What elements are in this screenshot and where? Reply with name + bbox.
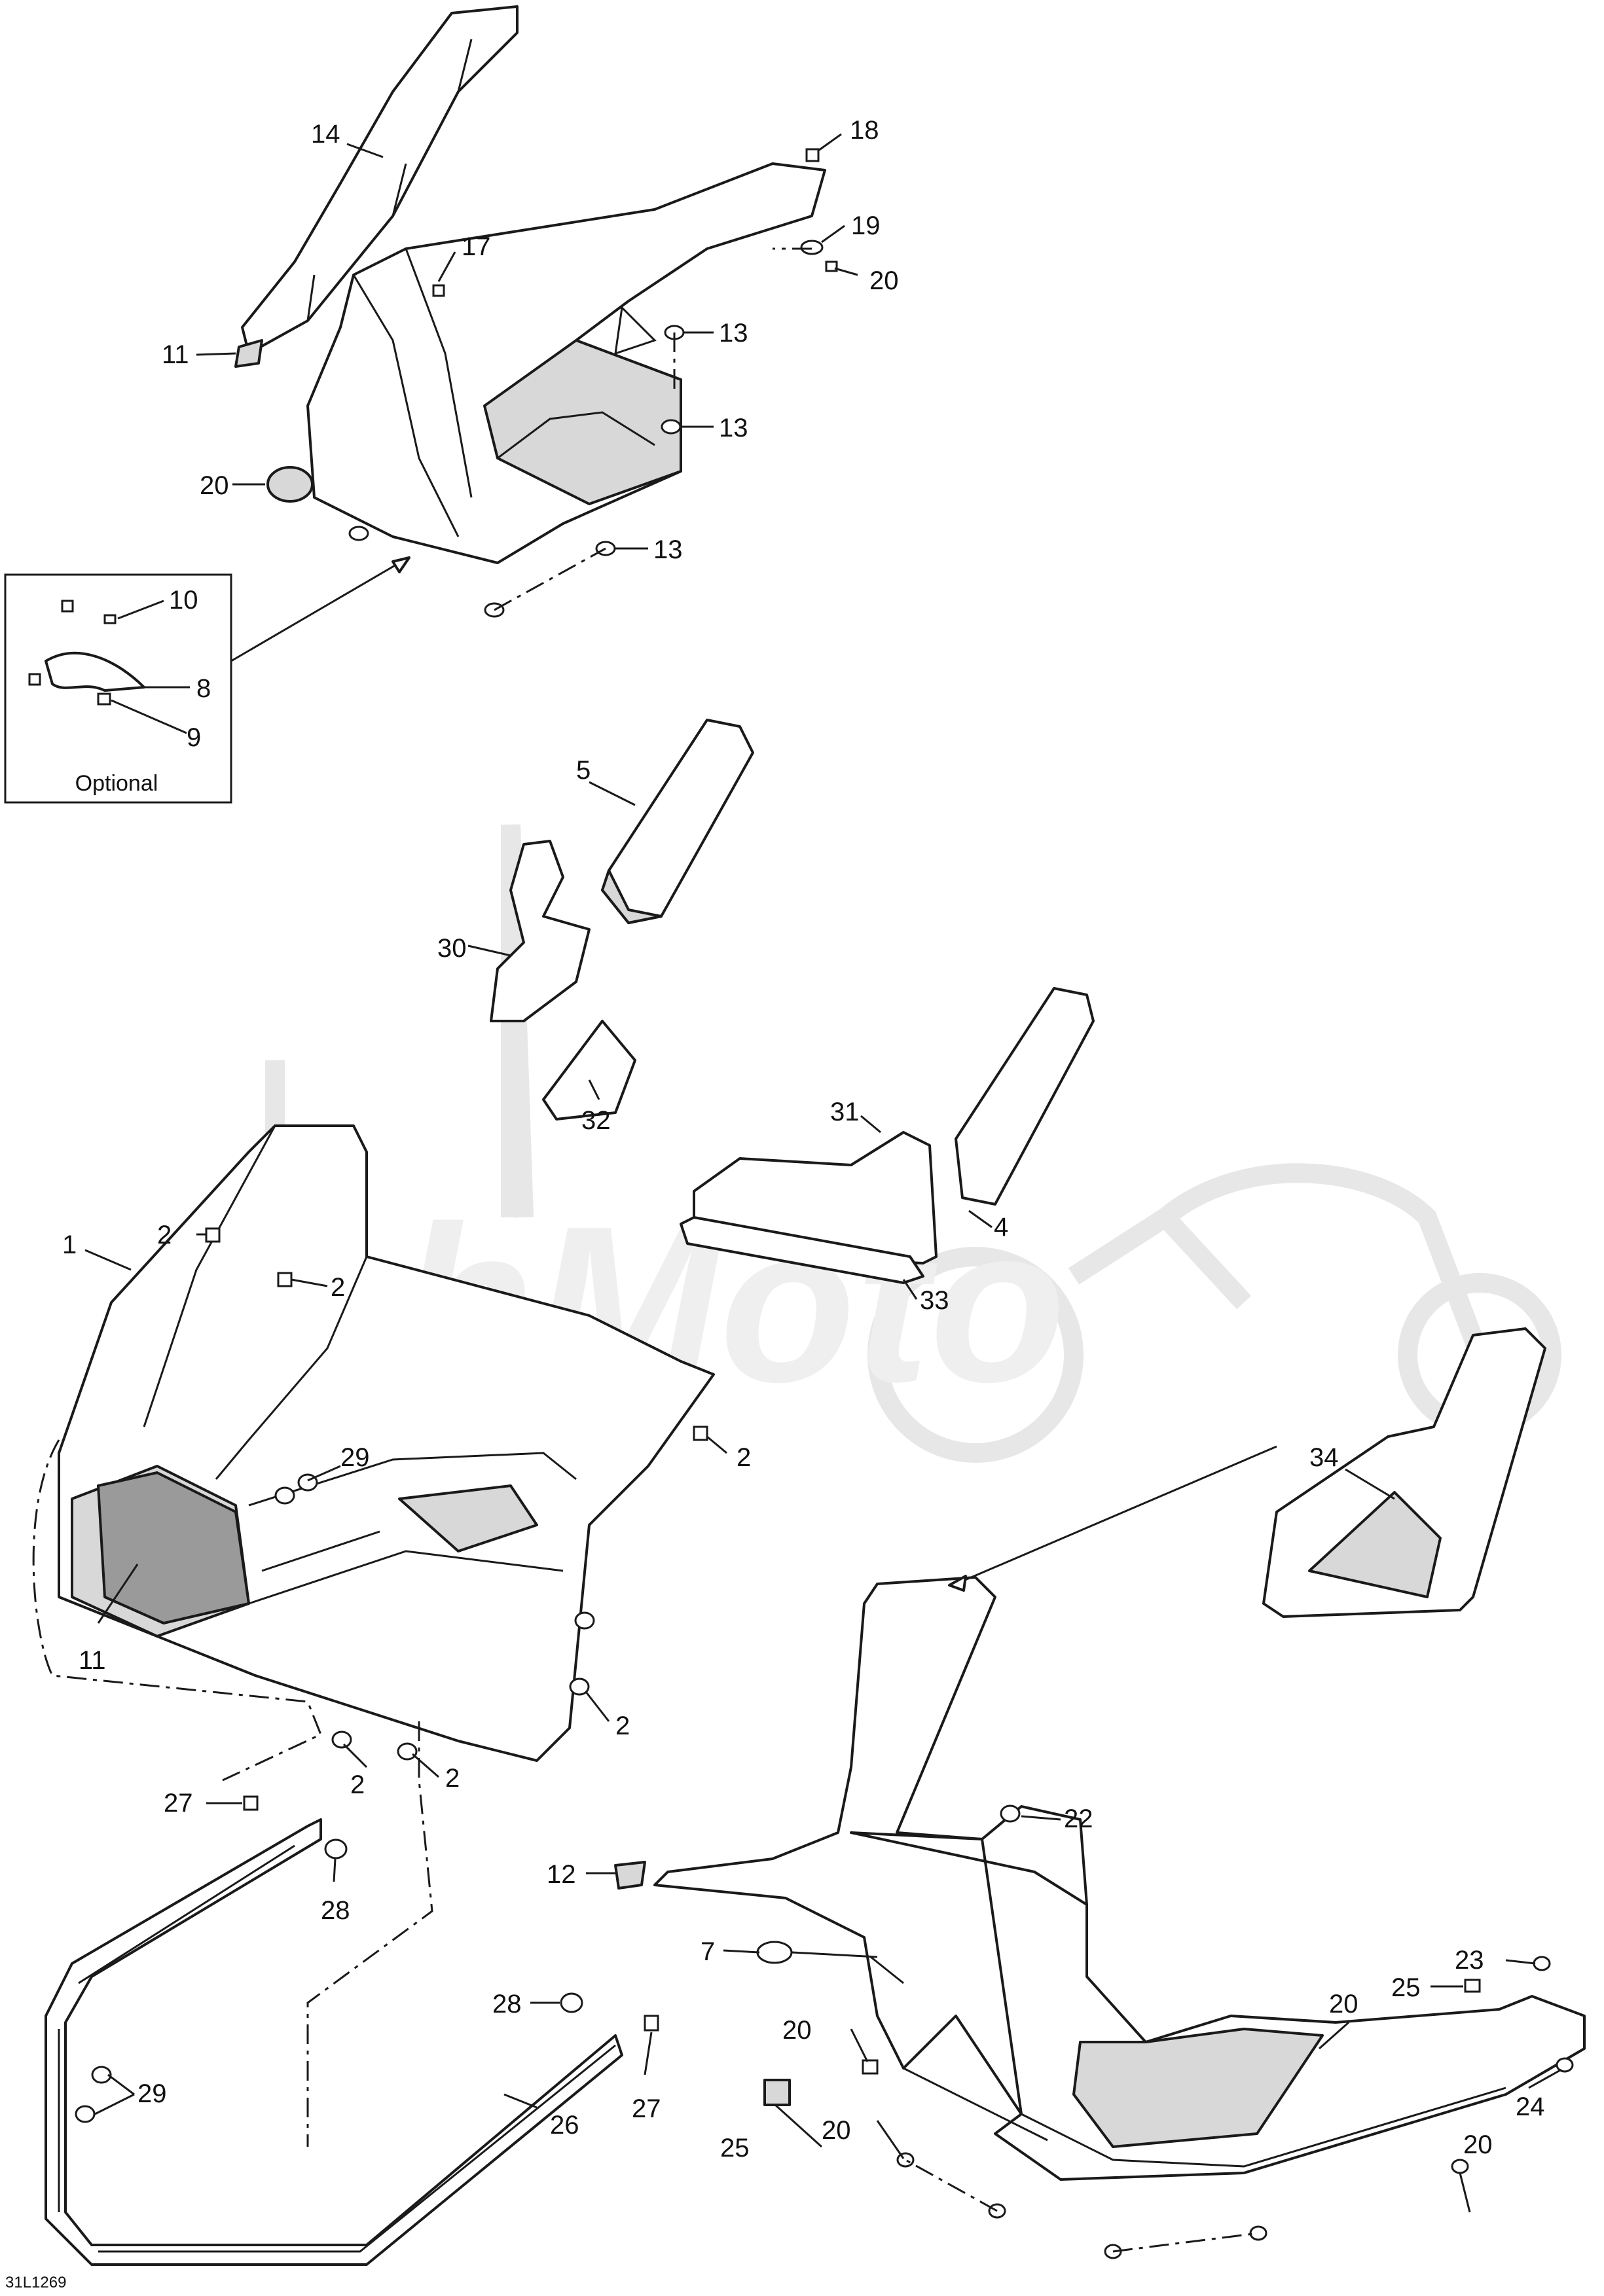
- callout-33: 33: [920, 1286, 949, 1315]
- upper-belly-pan-assembly: [196, 5, 858, 618]
- callout-20-b: 20: [822, 2116, 851, 2145]
- part-25-nut: [763, 2079, 791, 2106]
- fastener-29-d: [75, 2105, 96, 2123]
- fastener-13-e: [348, 526, 369, 541]
- part-5-pad-side: [601, 869, 663, 924]
- part-32-pad: [542, 1020, 636, 1121]
- pads-group: [467, 719, 1095, 1300]
- part-9-clip: [756, 1941, 793, 1964]
- callout-13-c: 13: [653, 535, 683, 564]
- part-30-pad: [490, 840, 591, 1022]
- fastener-2-f: [331, 1731, 352, 1749]
- fastener-15: [805, 148, 820, 162]
- fastener-2-e: [569, 1677, 590, 1696]
- part-26-bumper: [45, 1818, 623, 2266]
- fastener-27-b: [644, 2015, 659, 2032]
- part-33-pad: [680, 1216, 924, 1284]
- callout-19: 20: [1329, 1990, 1358, 2018]
- callout-13-b: 13: [719, 414, 748, 442]
- part-11-clip-lower: [614, 1861, 646, 1890]
- fastener-20-b: [896, 2152, 915, 2168]
- figure-id: 31L1269: [5, 2274, 66, 2291]
- fastener-20-e: [1249, 2225, 1267, 2241]
- callout-28-a: 28: [321, 1896, 350, 1925]
- fastener-29-c: [91, 2066, 112, 2084]
- fastener-20-a: [862, 2059, 879, 2075]
- callout-2-a: 2: [157, 1221, 172, 1249]
- callout-11-b: 12: [547, 1860, 576, 1889]
- callout-2-e: 2: [350, 1770, 365, 1799]
- callout-24: 25: [1391, 1973, 1421, 2002]
- callout-27-b: 27: [632, 2094, 661, 2123]
- callout-32: 32: [581, 1106, 611, 1135]
- fastener-17: [825, 260, 838, 272]
- fastener-2-a: [205, 1227, 221, 1243]
- part-11-clip-upper: [234, 339, 263, 368]
- part-4-pad: [955, 987, 1095, 1206]
- callout-21: 22: [1064, 1804, 1093, 1833]
- callout-30: 30: [437, 934, 467, 963]
- callout-23: 24: [1516, 2092, 1545, 2121]
- callout-6: 8: [196, 674, 211, 703]
- optional-caption: Optional: [75, 771, 158, 796]
- optional-inset: Optional: [4, 556, 410, 804]
- fastener-2-b: [277, 1272, 293, 1287]
- callout-34: 34: [1309, 1443, 1339, 1472]
- callout-29-b: 29: [137, 2079, 167, 2108]
- fastener-29-b: [274, 1486, 295, 1505]
- callout-31: 31: [830, 1098, 860, 1126]
- bumper-assembly: [45, 1795, 659, 2266]
- fastener-2-c: [693, 1426, 708, 1441]
- callout-11-a: 11: [162, 340, 189, 369]
- callout-18: 20: [200, 471, 229, 500]
- fastener-24: [1464, 1979, 1481, 1993]
- callout-14: 17: [462, 232, 491, 261]
- callout-13-a: 13: [719, 319, 748, 348]
- part-34-side-panel: [1262, 1327, 1546, 1618]
- callout-29-a: 29: [340, 1443, 370, 1472]
- callout-20-a: 20: [782, 2016, 812, 2045]
- fastener-16: [800, 240, 824, 255]
- fastener-2-d: [574, 1611, 595, 1630]
- fastener-22: [1533, 1956, 1551, 1971]
- part-18-plug: [266, 466, 314, 503]
- part-19-lower-pan: [653, 1576, 1088, 2115]
- fastener-13-b: [661, 419, 682, 435]
- callout-26: 26: [550, 2111, 579, 2140]
- fastener-21: [1000, 1804, 1021, 1823]
- callout-8: 10: [169, 586, 198, 615]
- fastener-20-f: [1451, 2159, 1469, 2174]
- fastener-2-g: [397, 1742, 418, 1761]
- callout-9: 7: [701, 1937, 715, 1966]
- callout-2-f: 2: [445, 1764, 460, 1793]
- callout-2-d: 2: [615, 1712, 630, 1740]
- callout-12: 14: [311, 120, 340, 149]
- callout-4: 4: [994, 1213, 1008, 1242]
- callout-28-b: 28: [492, 1990, 522, 2018]
- callout-27-a: 27: [164, 1789, 193, 1818]
- callout-10: 11: [79, 1646, 106, 1675]
- fastener-28-b: [560, 1992, 583, 2013]
- fastener-27-a: [243, 1795, 259, 1811]
- callout-15: 18: [850, 116, 879, 145]
- part-12-upper-trim: [241, 5, 519, 355]
- callout-25: 25: [720, 2134, 750, 2162]
- callout-17: 20: [869, 266, 899, 295]
- fastener-23: [1556, 2057, 1574, 2073]
- callout-2-c: 2: [737, 1443, 751, 1472]
- part-5-pad: [601, 719, 754, 924]
- lower-belly-pan-assembly: [586, 1327, 1586, 2259]
- callout-16: 19: [851, 211, 881, 240]
- fastener-28-a: [324, 1839, 348, 1859]
- callout-2-b: 2: [331, 1273, 345, 1302]
- front-shield-assembly: [32, 1124, 727, 2147]
- callout-20-c: 20: [1463, 2130, 1493, 2159]
- callout-1: 1: [62, 1230, 77, 1259]
- callout-7: 9: [187, 723, 201, 752]
- callout-labels: 14 18 19 17 20 13 11 13 20 13 10 8 9 5 3…: [5, 116, 1545, 2291]
- callout-22: 23: [1455, 1946, 1484, 1975]
- callout-5: 5: [576, 756, 591, 785]
- fastener-14: [432, 284, 445, 297]
